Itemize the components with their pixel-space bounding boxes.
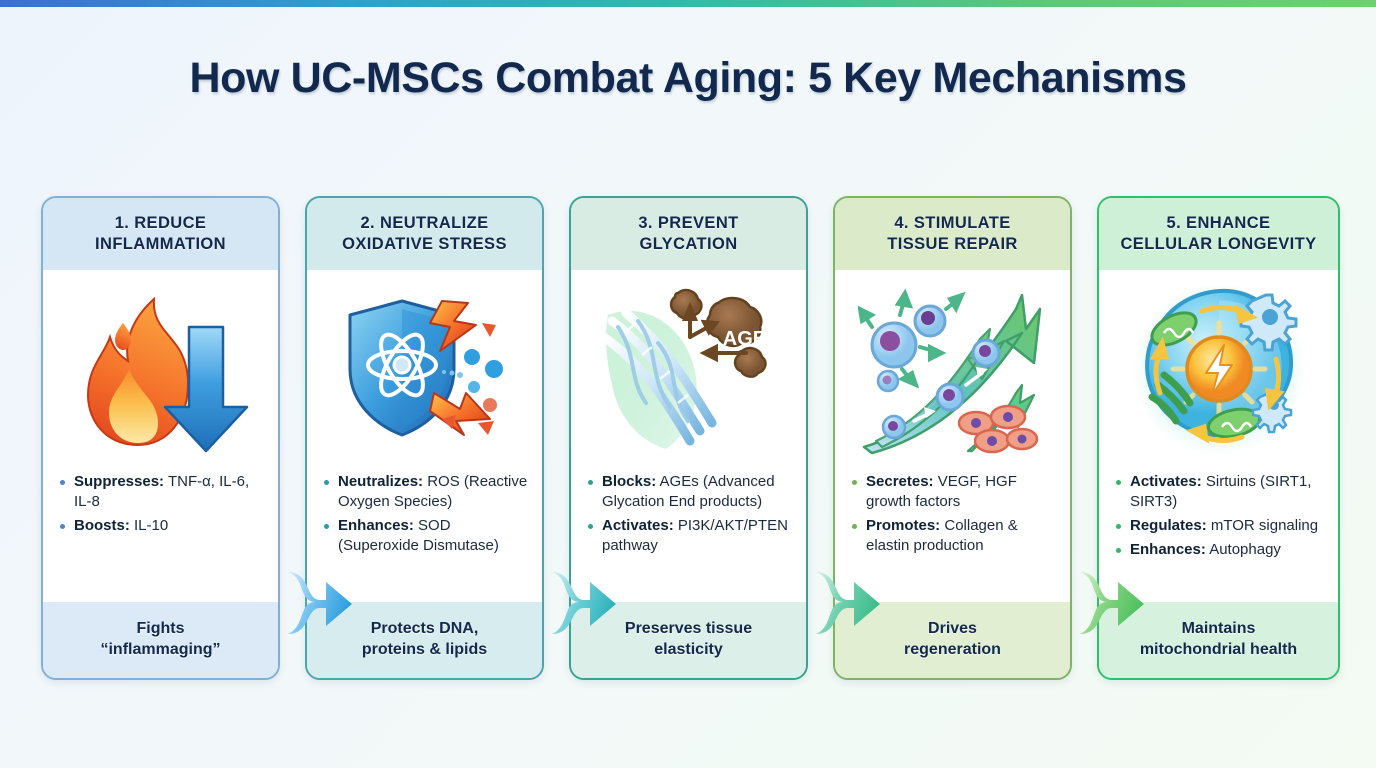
card-1-bullets: Suppresses: TNF-α, IL-6, IL-8 Boosts: IL… — [43, 466, 278, 602]
svg-text:AGEs: AGEs — [722, 328, 776, 350]
list-item: Enhances: Autophagy — [1115, 540, 1324, 560]
list-item: Neutralizes: ROS (Reactive Oxygen Specie… — [323, 472, 528, 512]
card-3-bullets: Blocks: AGEs (Advanced Glycation End pro… — [571, 466, 806, 602]
connector-arrow-2-3 — [552, 572, 616, 634]
flame-down-arrow-icon — [43, 270, 278, 466]
card-5-bullets: Activates: Sirtuins (SIRT1, SIRT3) Regul… — [1099, 466, 1338, 602]
page-title: How UC-MSCs Combat Aging: 5 Key Mechanis… — [189, 54, 1187, 102]
list-item: Secretes: VEGF, HGF growth factors — [851, 472, 1056, 512]
list-item: Regulates: mTOR signaling — [1115, 516, 1324, 536]
list-item: Activates: Sirtuins (SIRT1, SIRT3) — [1115, 472, 1324, 512]
list-item: Blocks: AGEs (Advanced Glycation End pro… — [587, 472, 792, 512]
list-item: Boosts: IL-10 — [59, 516, 264, 536]
cell-mitochondria-energy-icon — [1099, 270, 1338, 466]
top-accent-bar — [0, 0, 1376, 7]
connector-arrow-3-4 — [816, 572, 880, 634]
list-item: Enhances: SOD (Superoxide Dismutase) — [323, 516, 528, 556]
shield-atom-icon — [307, 270, 542, 466]
card-1-footer: Fights“inflammaging” — [43, 602, 278, 678]
dna-ages-icon: AGEs — [571, 270, 806, 466]
connector-arrow-1-2 — [288, 572, 352, 634]
list-item: Suppresses: TNF-α, IL-6, IL-8 — [59, 472, 264, 512]
connector-arrow-4-5 — [1080, 572, 1144, 634]
list-item: Activates: PI3K/AKT/PTEN pathway — [587, 516, 792, 556]
cells-growth-arrows-icon — [835, 270, 1070, 466]
card-2-footer: Protects DNA,proteins & lipids — [307, 602, 542, 678]
card-2-bullets: Neutralizes: ROS (Reactive Oxygen Specie… — [307, 466, 542, 602]
card-4-bullets: Secretes: VEGF, HGF growth factors Promo… — [835, 466, 1070, 602]
list-item: Promotes: Collagen & elastin production — [851, 516, 1056, 556]
